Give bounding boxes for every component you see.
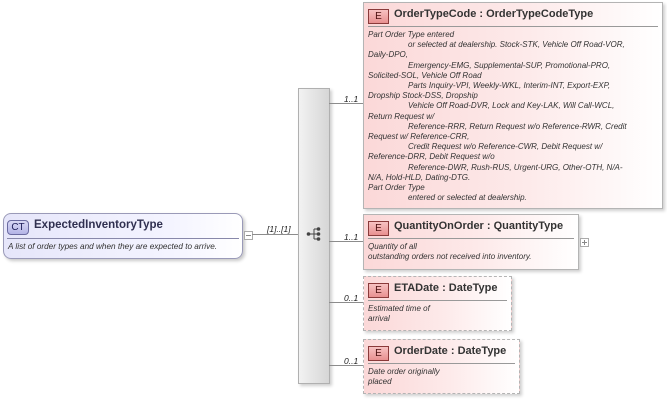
description-line: Vehicle Off Road-DVR, Lock and Key-LAK, … — [408, 101, 615, 111]
description-line: N/A, Hold-HLD, Dating-DTG. — [368, 172, 471, 182]
divider — [368, 300, 507, 301]
expand-toggle-icon[interactable] — [580, 238, 589, 247]
description-line: Solicited-SOL, Vehicle Off Road — [368, 70, 482, 80]
element-node-eta-date[interactable]: E ETADate : DateType Estimated time of a… — [363, 276, 512, 331]
description-line: Reference-DWR, Rush-RUS, Urgent-URG, Oth… — [408, 162, 623, 172]
divider — [368, 238, 574, 239]
element-description: Estimated time of arrival — [368, 304, 507, 324]
element-title: OrderTypeCode : OrderTypeCodeType — [394, 8, 594, 20]
element-badge: E — [368, 9, 389, 24]
element-title: OrderDate : DateType — [394, 345, 507, 357]
complex-type-node[interactable]: CT ExpectedInventoryType A list of order… — [3, 213, 243, 259]
complex-type-name: ExpectedInventoryType — [34, 219, 163, 231]
element-node-quantity-on-order[interactable]: E QuantityOnOrder : QuantityType Quantit… — [363, 214, 579, 270]
description-line: Reference-DRR, Debit Request w/o — [368, 152, 495, 162]
collapse-toggle-icon[interactable] — [244, 231, 253, 240]
description-line: Reference-RRR, Return Request w/o Refere… — [408, 121, 627, 131]
description-line: Quantity of all — [368, 242, 417, 251]
description-line: Date order originally — [368, 367, 440, 376]
multiplicity-label: 1..1 — [344, 232, 359, 242]
divider — [368, 26, 658, 27]
description-line: Part Order Type entered — [368, 30, 455, 39]
description-line: or selected at dealership. Stock-STK, Ve… — [408, 40, 625, 50]
element-node-order-type-code[interactable]: E OrderTypeCode : OrderTypeCodeType Part… — [363, 2, 663, 209]
description-line: Part Order Type — [368, 183, 425, 193]
element-badge: E — [368, 346, 389, 361]
complex-type-multiplicity: [1]..[1] — [267, 224, 291, 234]
complex-type-badge: CT — [7, 220, 29, 235]
element-title: QuantityOnOrder : QuantityType — [394, 220, 564, 232]
element-node-order-date[interactable]: E OrderDate : DateType Date order origin… — [363, 339, 520, 394]
element-badge: E — [368, 283, 389, 298]
description-line: Estimated time of — [368, 304, 430, 313]
description-line: Emergency-EMG, Supplemental-SUP, Promoti… — [408, 60, 611, 70]
description-line: entered or selected at dealership. — [408, 193, 527, 203]
element-description: Quantity of all outstanding orders not r… — [368, 242, 574, 262]
multiplicity-label: 1..1 — [344, 94, 359, 104]
element-description: Date order originally placed — [368, 367, 515, 387]
sequence-icon — [306, 227, 321, 241]
description-line: Daily-DPO, — [368, 50, 409, 60]
description-line: outstanding orders not received into inv… — [368, 252, 532, 262]
connector-line — [252, 234, 298, 235]
connector-line — [329, 103, 363, 104]
description-line: placed — [368, 377, 392, 387]
element-badge: E — [368, 221, 389, 236]
divider — [7, 238, 239, 239]
multiplicity-label: 0..1 — [344, 293, 359, 303]
element-title: ETADate : DateType — [394, 282, 498, 294]
connector-line — [329, 302, 363, 303]
divider — [368, 363, 515, 364]
description-line: Return Request w/ — [368, 111, 435, 121]
description-line: Parts Inquiry-VPI, Weekly-WKL, Interim-I… — [408, 81, 611, 91]
connector-line — [329, 241, 363, 242]
connector-line — [329, 365, 363, 366]
element-description: Part Order Type entered or selected at d… — [368, 30, 658, 203]
complex-type-description: A list of order types and when they are … — [8, 242, 218, 251]
description-line: Dropship Stock-DSS, Dropship — [368, 91, 478, 101]
multiplicity-label: 0..1 — [344, 356, 359, 366]
description-line: Request w/ Reference-CRR, — [368, 132, 470, 142]
description-line: Credit Request w/o Reference-CWR, Debit … — [408, 142, 603, 152]
description-line: arrival — [368, 314, 390, 324]
